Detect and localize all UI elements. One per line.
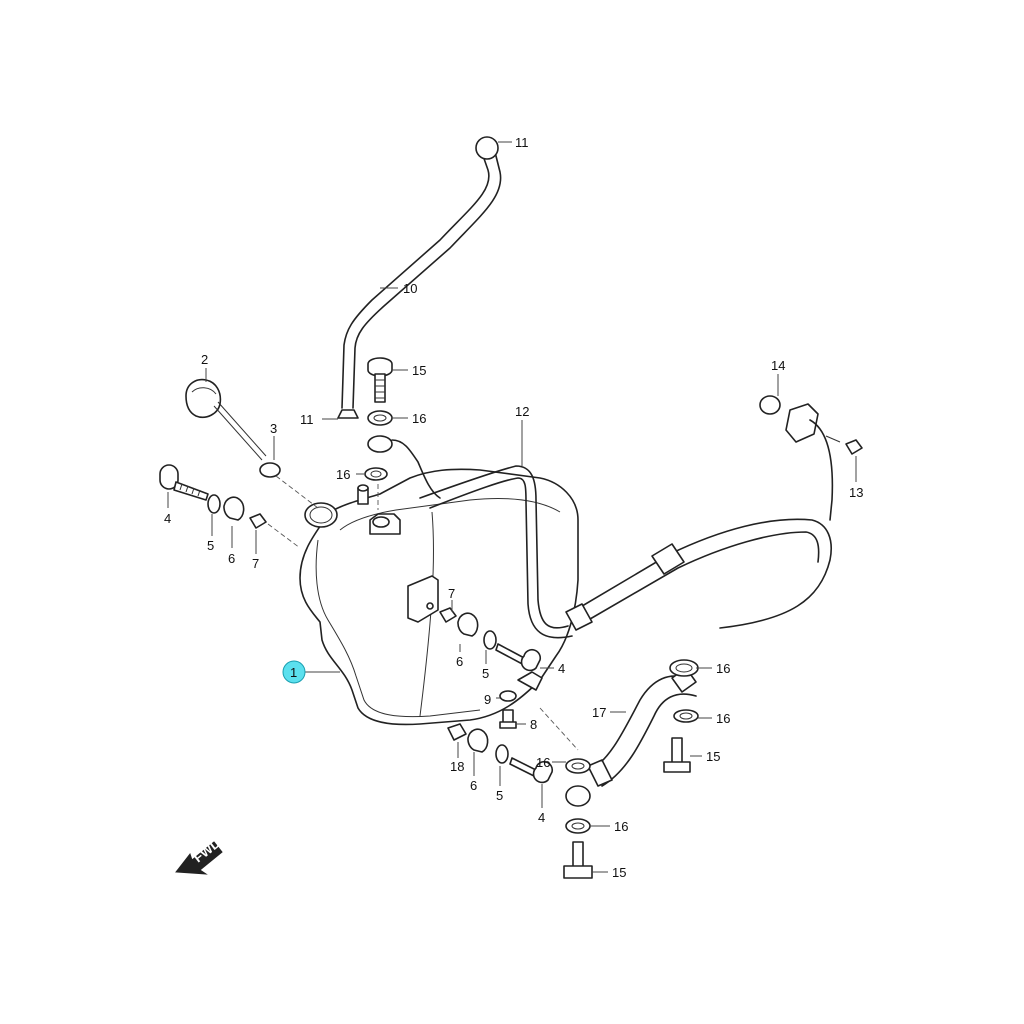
callout-label: 11 <box>515 135 529 150</box>
callout-label: 16 <box>412 411 426 426</box>
callout-label: 11 <box>300 412 314 427</box>
fwd-arrow: FWD <box>175 835 223 875</box>
callout-label: 5 <box>207 538 214 553</box>
callout-label: 16 <box>336 467 350 482</box>
callout-label: 10 <box>403 281 417 296</box>
bottom-small-bolt <box>499 690 517 729</box>
overflow-hose <box>419 465 573 639</box>
filler-cap <box>185 378 319 509</box>
breather-hose <box>337 136 502 419</box>
callout-label: 5 <box>482 666 489 681</box>
callout-label: 12 <box>515 404 529 419</box>
callout-label: 16 <box>536 755 550 770</box>
callout-label: 5 <box>496 788 503 803</box>
right-mount-hardware <box>439 607 542 672</box>
callout-label: 16 <box>614 819 628 834</box>
callout-label: 13 <box>849 485 863 500</box>
upper-banjo-assembly <box>364 357 441 510</box>
left-mount-hardware <box>159 464 301 549</box>
leader-lines <box>167 141 857 873</box>
callout-label: 16 <box>716 661 730 676</box>
callout-label: 4 <box>558 661 565 676</box>
callout-label: 3 <box>270 421 277 436</box>
callout-label: 8 <box>530 717 537 732</box>
callout-label: 15 <box>412 363 426 378</box>
callout-label: 4 <box>538 810 545 825</box>
callout-label: 14 <box>771 358 785 373</box>
lower-mount-hardware <box>447 723 554 784</box>
callout-label: 16 <box>716 711 730 726</box>
callout-label: 15 <box>612 865 626 880</box>
callout-label: 17 <box>592 705 606 720</box>
callout-label: 7 <box>252 556 259 571</box>
callout-label: 9 <box>484 692 491 707</box>
callout-label: 6 <box>470 778 477 793</box>
callout-label: 7 <box>448 586 455 601</box>
lower-hose-assembly <box>539 659 699 879</box>
highlight-marker <box>282 660 306 684</box>
return-pipe <box>565 395 863 631</box>
callout-label: 4 <box>164 511 171 526</box>
callout-label: 15 <box>706 749 720 764</box>
callout-label: 1 <box>290 665 297 680</box>
callout-labels: 11 10 2 15 11 16 3 16 12 14 13 4 5 6 7 7… <box>164 135 863 880</box>
callout-label: 6 <box>228 551 235 566</box>
callout-label: 6 <box>456 654 463 669</box>
callout-label: 2 <box>201 352 208 367</box>
callout-label: 18 <box>450 759 464 774</box>
reservoir-tank <box>299 468 579 726</box>
